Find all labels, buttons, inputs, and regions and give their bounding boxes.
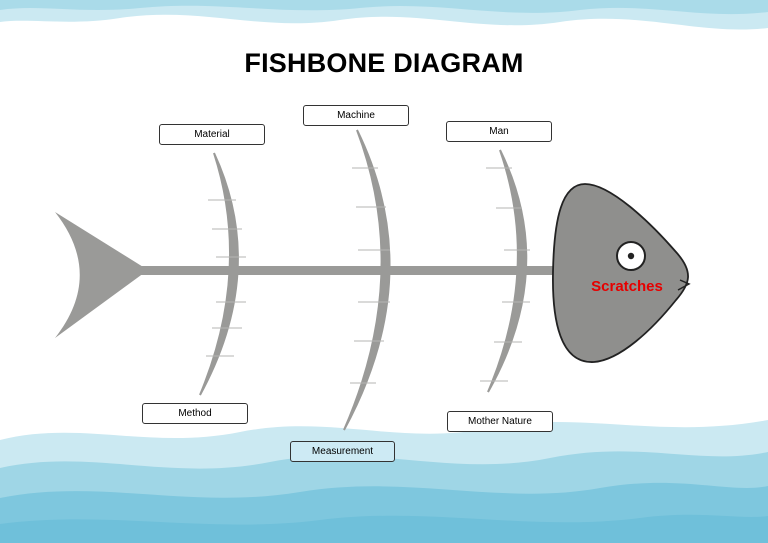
fish-tail [55,212,148,338]
fish-spine [140,266,565,275]
bottom-waves [0,420,768,543]
category-man: Man [446,121,552,142]
top-waves [0,0,768,30]
cause-ticks [206,167,530,384]
page-title: FISHBONE DIAGRAM [244,48,524,78]
top-wave-front [0,0,768,15]
fish-mouth [677,279,691,291]
rib-right [487,149,528,393]
bottom-wave-4 [0,514,768,543]
category-material: Material [159,124,265,145]
rib-middle [343,129,391,431]
fish-head [552,183,689,363]
category-mother-nature: Mother Nature [447,411,553,432]
category-measurement: Measurement [290,441,395,462]
fish-eye-pupil [627,252,635,260]
effect-label: Scratches [591,278,663,295]
category-method: Method [142,403,248,424]
category-machine: Machine [303,105,409,126]
